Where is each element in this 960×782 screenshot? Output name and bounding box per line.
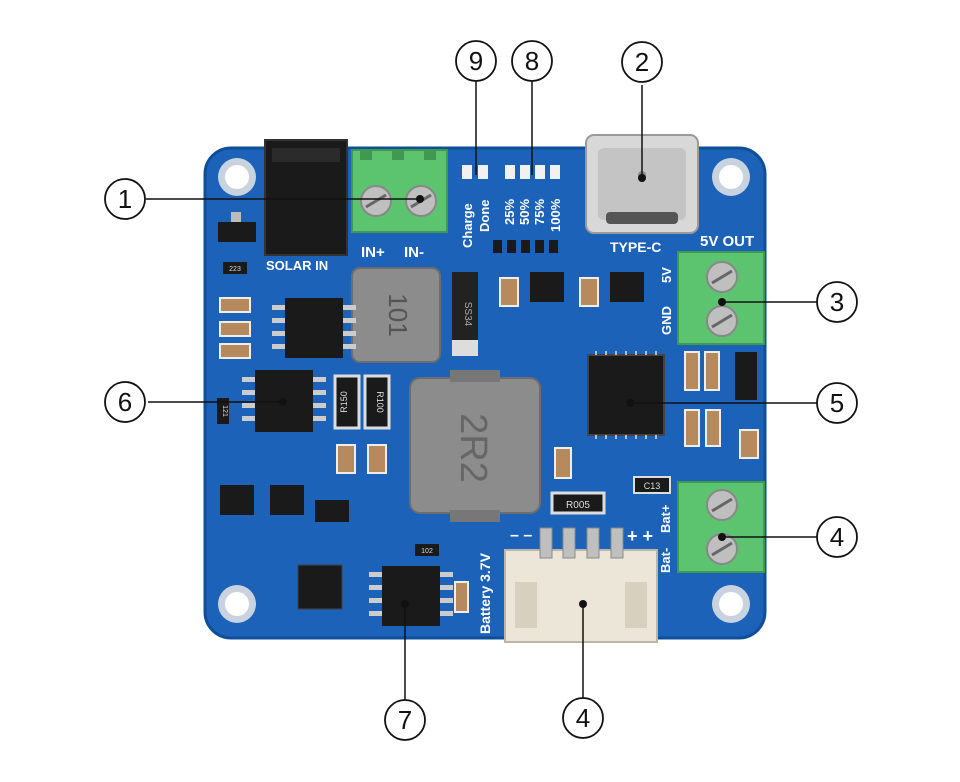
circle-number-icon [816, 516, 858, 558]
label-bat-minus: Bat- [658, 548, 673, 573]
svg-text:3: 3 [830, 287, 844, 317]
label-75: 75% [532, 199, 547, 225]
svg-text:223: 223 [229, 266, 241, 273]
svg-text:121: 121 [221, 405, 228, 417]
status-leds [462, 165, 560, 179]
ic-soic-7 [369, 566, 453, 626]
svg-text:R005: R005 [566, 500, 590, 511]
resistor-121: 121 [217, 398, 229, 424]
circle-number-icon [511, 40, 553, 82]
callout-3: 3 [816, 281, 858, 323]
capacitor-c13: C13 [633, 476, 671, 494]
5v-out-terminal-block [677, 251, 765, 345]
circle-number-icon [816, 382, 858, 424]
callout-leaders [146, 81, 817, 700]
svg-text:R150: R150 [339, 391, 349, 413]
svg-text:SS34: SS34 [462, 302, 473, 327]
resistor-r150: R150 [333, 374, 361, 430]
svg-text:102: 102 [421, 548, 433, 555]
resistor-r005: R005 [550, 491, 606, 515]
svg-text:4: 4 [576, 703, 590, 733]
svg-text:6: 6 [118, 387, 132, 417]
resistor-102: 102 [415, 544, 439, 556]
svg-text:1: 1 [118, 184, 132, 214]
mounting-hole-top-left [218, 158, 256, 196]
callout-8: 8 [511, 40, 553, 82]
label-100: 100% [548, 198, 563, 232]
label-5v: 5V [659, 267, 674, 283]
solar-terminal-block [351, 149, 448, 233]
svg-text:2: 2 [635, 47, 649, 77]
callout-6: 6 [104, 381, 146, 423]
inductor-large: 2R2 [409, 370, 541, 522]
callout-2: 2 [621, 41, 663, 83]
controller-ic-qfn [587, 351, 665, 439]
svg-text:2R2: 2R2 [452, 413, 494, 483]
callout-9: 9 [455, 40, 497, 82]
label-done: Done [477, 200, 492, 233]
label-5v-out: 5V OUT [700, 233, 754, 250]
svg-text:7: 7 [398, 705, 412, 735]
circle-number-icon [816, 281, 858, 323]
mounting-hole-top-right [712, 158, 750, 196]
callout-4-terminal: 4 [816, 516, 858, 558]
svg-text:4: 4 [830, 522, 844, 552]
resistor-r100: R100 [363, 374, 391, 430]
label-in-plus: IN+ [361, 244, 385, 261]
label-50: 50% [517, 199, 532, 225]
label-charge: Charge [460, 203, 475, 248]
svg-text:5: 5 [830, 388, 844, 418]
svg-text:101: 101 [383, 293, 413, 336]
circle-number-icon [621, 41, 663, 83]
circle-number-icon [384, 699, 426, 741]
label-minus-signs: – – [510, 527, 532, 544]
label-in-minus: IN- [404, 244, 424, 261]
svg-text:9: 9 [469, 46, 483, 76]
inductor-small: 101 [351, 267, 441, 363]
battery-jst-connector [504, 527, 658, 643]
mounting-hole-bottom-left [218, 585, 256, 623]
mounting-hole-bottom-right [712, 585, 750, 623]
schottky-diode: SS34 [452, 272, 478, 356]
svg-text:R100: R100 [375, 391, 385, 413]
svg-text:8: 8 [525, 46, 539, 76]
label-gnd: GND [659, 306, 674, 335]
label-plus-signs: + + [627, 526, 653, 546]
resistor-223: 223 [223, 262, 247, 274]
passive-components [219, 277, 759, 613]
callout-5: 5 [816, 382, 858, 424]
circle-number-icon [104, 381, 146, 423]
circle-number-icon [104, 178, 146, 220]
circle-number-icon [562, 697, 604, 739]
ic-soic-upper [272, 298, 356, 358]
svg-text:C13: C13 [644, 481, 661, 491]
ic-qfn-small [297, 564, 343, 610]
label-bat-plus: Bat+ [658, 504, 673, 533]
label-type-c: TYPE-C [610, 239, 661, 255]
label-battery: Battery 3.7V [477, 552, 493, 634]
battery-terminal-block [677, 481, 765, 573]
callout-4-connector: 4 [562, 697, 604, 739]
circle-number-icon [455, 40, 497, 82]
callout-7: 7 [384, 699, 426, 741]
callout-1: 1 [104, 178, 146, 220]
label-solar-in: SOLAR IN [266, 258, 328, 273]
label-25: 25% [502, 199, 517, 225]
